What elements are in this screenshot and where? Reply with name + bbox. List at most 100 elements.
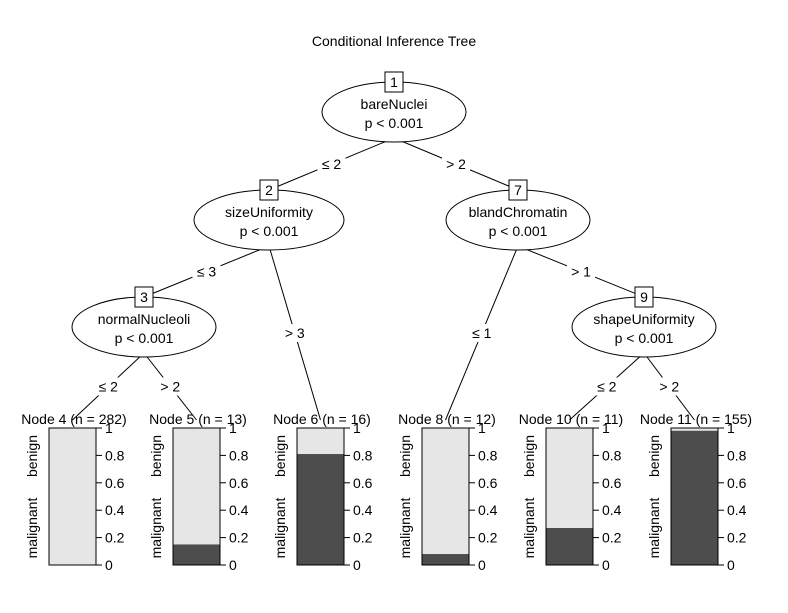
y-axis-tick-label: 1 (353, 420, 361, 436)
y-axis-tick-label: 0.8 (602, 447, 622, 463)
node-id-box (634, 286, 654, 308)
class-label-benign: benign (521, 435, 537, 477)
y-axis-tick-label: 0.8 (353, 447, 373, 463)
benign-bar-segment (546, 428, 593, 529)
class-label-malignant: malignant (272, 498, 288, 559)
malignant-bar-segment (671, 430, 718, 565)
class-label-benign: benign (24, 435, 40, 477)
y-axis-tick-label: 0.4 (229, 502, 249, 518)
y-axis-tick-label: 1 (727, 420, 735, 436)
node-id-label: 7 (514, 182, 522, 198)
edge-label-background (156, 377, 185, 396)
inner-node-9: 9 shapeUniformity p < 0.001 (571, 286, 717, 358)
y-axis-tick-label: 0.2 (727, 530, 747, 546)
inner-node-7: 7 blandChromatin p < 0.001 (445, 179, 591, 251)
node-p-value-label: p < 0.001 (365, 115, 424, 131)
node-variable-label: bareNuclei (361, 96, 428, 112)
y-axis-tick-label: 0.6 (727, 475, 747, 491)
edge-split-label: > 2 (659, 379, 679, 395)
node-id-label: 2 (265, 182, 273, 198)
benign-bar-segment (422, 428, 469, 555)
y-axis-tick-label: 0.4 (602, 502, 622, 518)
y-axis-tick-label: 0.2 (602, 530, 622, 546)
terminal-node-label: Node 4 (n = 282) (21, 411, 126, 427)
node-id-box (259, 179, 279, 201)
y-axis-tick-label: 0.2 (353, 530, 373, 546)
edge-split-label: > 3 (285, 325, 305, 341)
node-id-box (134, 286, 154, 308)
node-p-value-label: p < 0.001 (240, 223, 299, 239)
y-axis-tick-label: 1 (478, 420, 486, 436)
edge-split-label: ≤ 2 (99, 379, 119, 395)
class-label-malignant: malignant (397, 498, 413, 559)
terminal-node-label: Node 8 (n = 12) (398, 411, 496, 427)
benign-bar-segment (297, 428, 344, 455)
edge-split-label: > 1 (571, 264, 591, 280)
class-label-malignant: malignant (24, 498, 40, 559)
y-axis-tick-label: 1 (105, 420, 113, 436)
edge-label-background (467, 324, 496, 342)
node-id-box (508, 179, 528, 201)
y-axis-tick-label: 0.4 (105, 502, 125, 518)
node-variable-label: sizeUniformity (225, 204, 313, 220)
y-axis-tick-label: 0.2 (105, 530, 125, 546)
y-axis-tick-label: 0.4 (478, 502, 498, 518)
node-id-box (384, 71, 404, 93)
edge-split-label: > 2 (446, 156, 466, 172)
edge-label-background (94, 377, 123, 396)
node-variable-label: normalNucleoli (98, 311, 191, 327)
y-axis-tick-label: 0 (229, 557, 237, 573)
node-p-value-label: p < 0.001 (615, 330, 674, 346)
y-axis-tick-label: 0.2 (229, 530, 249, 546)
edge-label-background (442, 155, 470, 173)
inner-node-1: 1 bareNuclei p < 0.001 (321, 71, 467, 143)
y-axis-tick-label: 0 (602, 557, 610, 573)
edge-label-background (655, 377, 684, 396)
terminal-node-label: Node 6 (n = 16) (273, 411, 371, 427)
node-id-label: 9 (640, 289, 648, 305)
y-axis-tick-label: 1 (602, 420, 610, 436)
y-axis-tick-label: 0.4 (727, 502, 747, 518)
class-label-benign: benign (646, 435, 662, 477)
malignant-bar-segment (422, 554, 469, 565)
edge-split-label: ≤ 2 (597, 379, 617, 395)
y-axis-tick-label: 0.8 (727, 447, 747, 463)
y-axis-tick-label: 0 (727, 557, 735, 573)
node-p-value-label: p < 0.001 (489, 223, 548, 239)
edge-split-label: ≤ 2 (322, 156, 342, 172)
edge-label-background (280, 324, 309, 342)
class-label-malignant: malignant (148, 498, 164, 559)
node-id-label: 1 (390, 74, 398, 90)
edge-label-background (317, 155, 346, 173)
y-axis-tick-label: 0.6 (353, 475, 373, 491)
class-label-benign: benign (148, 435, 164, 477)
y-axis-tick-label: 0.8 (229, 447, 249, 463)
edge-label-background (567, 262, 595, 281)
terminal-node-label: Node 10 (n = 11) (519, 411, 623, 427)
edge-label-background (592, 377, 621, 396)
edge-split-label: > 2 (160, 379, 180, 395)
terminal-node-label: Node 5 (n = 13) (149, 411, 247, 427)
benign-bar-segment (671, 428, 718, 431)
node-id-label: 3 (140, 289, 148, 305)
y-axis-tick-label: 0.2 (478, 530, 498, 546)
edge-split-label: ≤ 1 (472, 325, 492, 341)
class-label-benign: benign (272, 435, 288, 477)
malignant-bar-segment (297, 454, 344, 565)
y-axis-tick-label: 0.8 (105, 447, 125, 463)
node-variable-label: blandChromatin (469, 204, 568, 220)
class-label-benign: benign (397, 435, 413, 477)
terminal-node-label: Node 11 (n = 155) (640, 411, 752, 427)
y-axis-tick-label: 0 (353, 557, 361, 573)
node-variable-label: shapeUniformity (593, 311, 694, 327)
inner-node-2: 2 sizeUniformity p < 0.001 (193, 179, 345, 251)
benign-bar-segment (173, 428, 220, 545)
